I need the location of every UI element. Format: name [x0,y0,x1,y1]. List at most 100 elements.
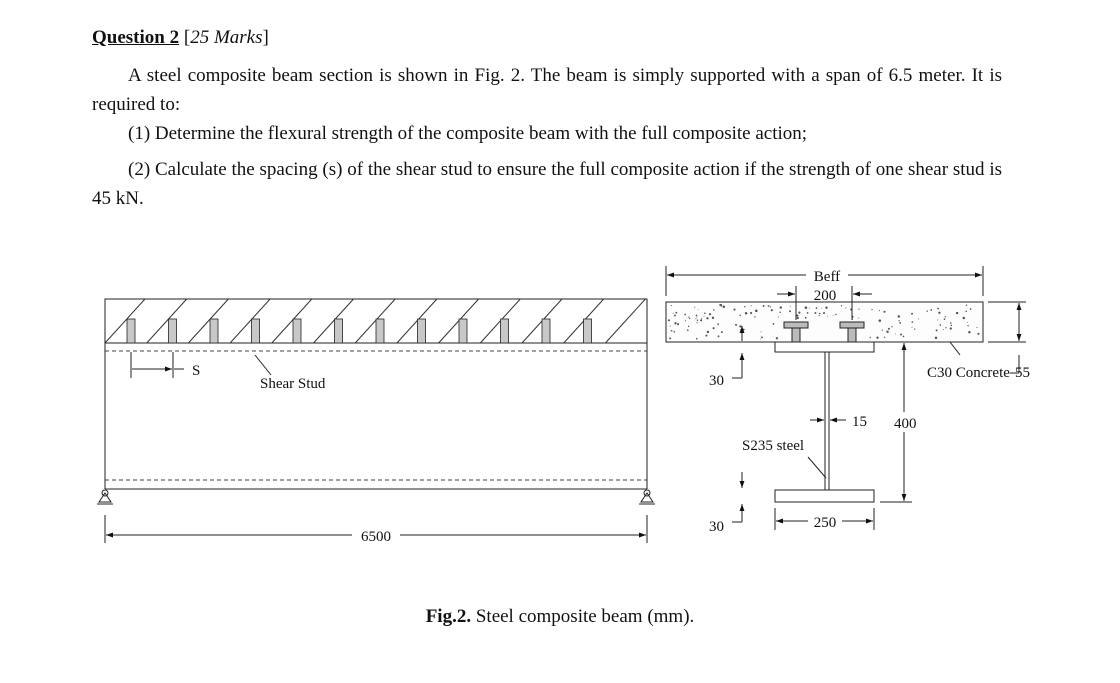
hatch-line [605,298,646,344]
concrete-speck [804,316,807,319]
concrete-speck [899,322,901,324]
concrete-speck [769,306,771,308]
concrete-speck [962,316,966,320]
right-support-icon [639,489,655,505]
concrete-speck [825,306,828,309]
concrete-speck [688,316,690,318]
concrete-speck [673,330,675,333]
concrete-speck [770,309,773,312]
concrete-speck [706,330,710,334]
slab-thickness-label: 55 [1015,365,1030,381]
web-thickness-label: 15 [852,414,867,430]
concrete-speck [701,318,703,320]
concrete-speck [969,308,972,310]
concrete-speck [674,322,677,325]
concrete-speck [902,335,905,338]
concrete-speck [808,307,810,309]
shear-stud [500,318,509,344]
steel-leader [807,456,827,479]
shear-stud [209,318,219,344]
concrete-speck [669,337,672,340]
beff-label: Beff [814,269,840,285]
concrete-speck [965,304,968,306]
hatch-line [104,298,146,344]
concrete-speck [897,315,901,318]
concrete-speck [823,312,825,314]
concrete-slab [665,301,984,343]
concrete-speck [938,311,941,314]
concrete-speck [694,306,696,308]
concrete-speck [686,329,689,332]
concrete-speck [735,323,737,326]
question-paragraph-1: A steel composite beam section is shown … [92,65,1002,115]
concrete-speck [775,337,779,340]
concrete-speck [750,305,752,307]
concrete-speck [845,307,847,309]
concrete-speck [684,313,687,316]
concrete-speck [821,307,823,309]
concrete-speck [670,329,673,332]
concrete-speck [937,307,940,310]
concrete-speck [883,310,886,313]
concrete-speck [965,310,967,313]
concrete-speck [695,318,697,320]
hatch-line [354,298,396,344]
concrete-speck [722,305,726,308]
concrete-speck [881,329,883,331]
concrete-speck [869,336,871,339]
concrete-speck [796,316,799,320]
concrete-speck [674,314,676,317]
caption-label: Fig.2. [425,606,472,627]
slab-hatching [104,298,646,344]
concrete-speck [703,315,705,317]
concrete-speck [949,327,952,330]
concrete-speck [669,325,671,327]
concrete-speck [744,311,748,315]
concrete-speck [876,336,879,339]
concrete-speck [689,317,691,320]
concrete-speck [713,309,715,311]
concrete-speck [675,311,678,314]
concrete-speck [798,311,801,314]
shear-stud [458,318,468,344]
steel-i-section [774,341,875,503]
concrete-speck [719,303,723,307]
concrete-speck [789,305,791,307]
concrete-speck [767,305,770,307]
span-label: 6500 [361,529,391,545]
concrete-speck [696,319,699,321]
concrete-speck [871,309,873,311]
concrete-speck [878,319,882,322]
concrete-speck [950,324,953,327]
concrete-speck [942,329,944,330]
concrete-speck [968,330,971,334]
concrete-speck [935,329,938,332]
concrete-speck [914,328,916,330]
concrete-speck [930,309,933,311]
caption-text: Steel composite beam (mm). [471,606,695,627]
concrete-speck [806,312,809,314]
concrete-speck [739,325,742,328]
concrete-speck [884,336,886,338]
concrete-speck [760,331,762,333]
shear-stud [375,318,385,344]
question-paragraph-2: (1) Determine the flexural strength of t… [128,123,808,144]
question-marks: 25 Marks [190,27,263,48]
concrete-speck [966,322,968,323]
concrete-speck [744,305,746,308]
concrete-speck [815,307,818,309]
concrete-speck [977,332,980,335]
concrete-speck [772,322,775,325]
concrete-speck [777,316,779,318]
concrete-speck [760,336,763,339]
concrete-speck [695,314,698,317]
concrete-speck [696,316,698,318]
concrete-speck [700,319,703,322]
concrete-speck [712,327,715,330]
hatch-line [146,298,188,344]
concrete-speck [858,308,860,310]
concrete-speck [697,309,699,310]
concrete-speck [840,305,843,307]
concrete-speck [720,331,723,334]
concrete-leader [949,341,961,356]
